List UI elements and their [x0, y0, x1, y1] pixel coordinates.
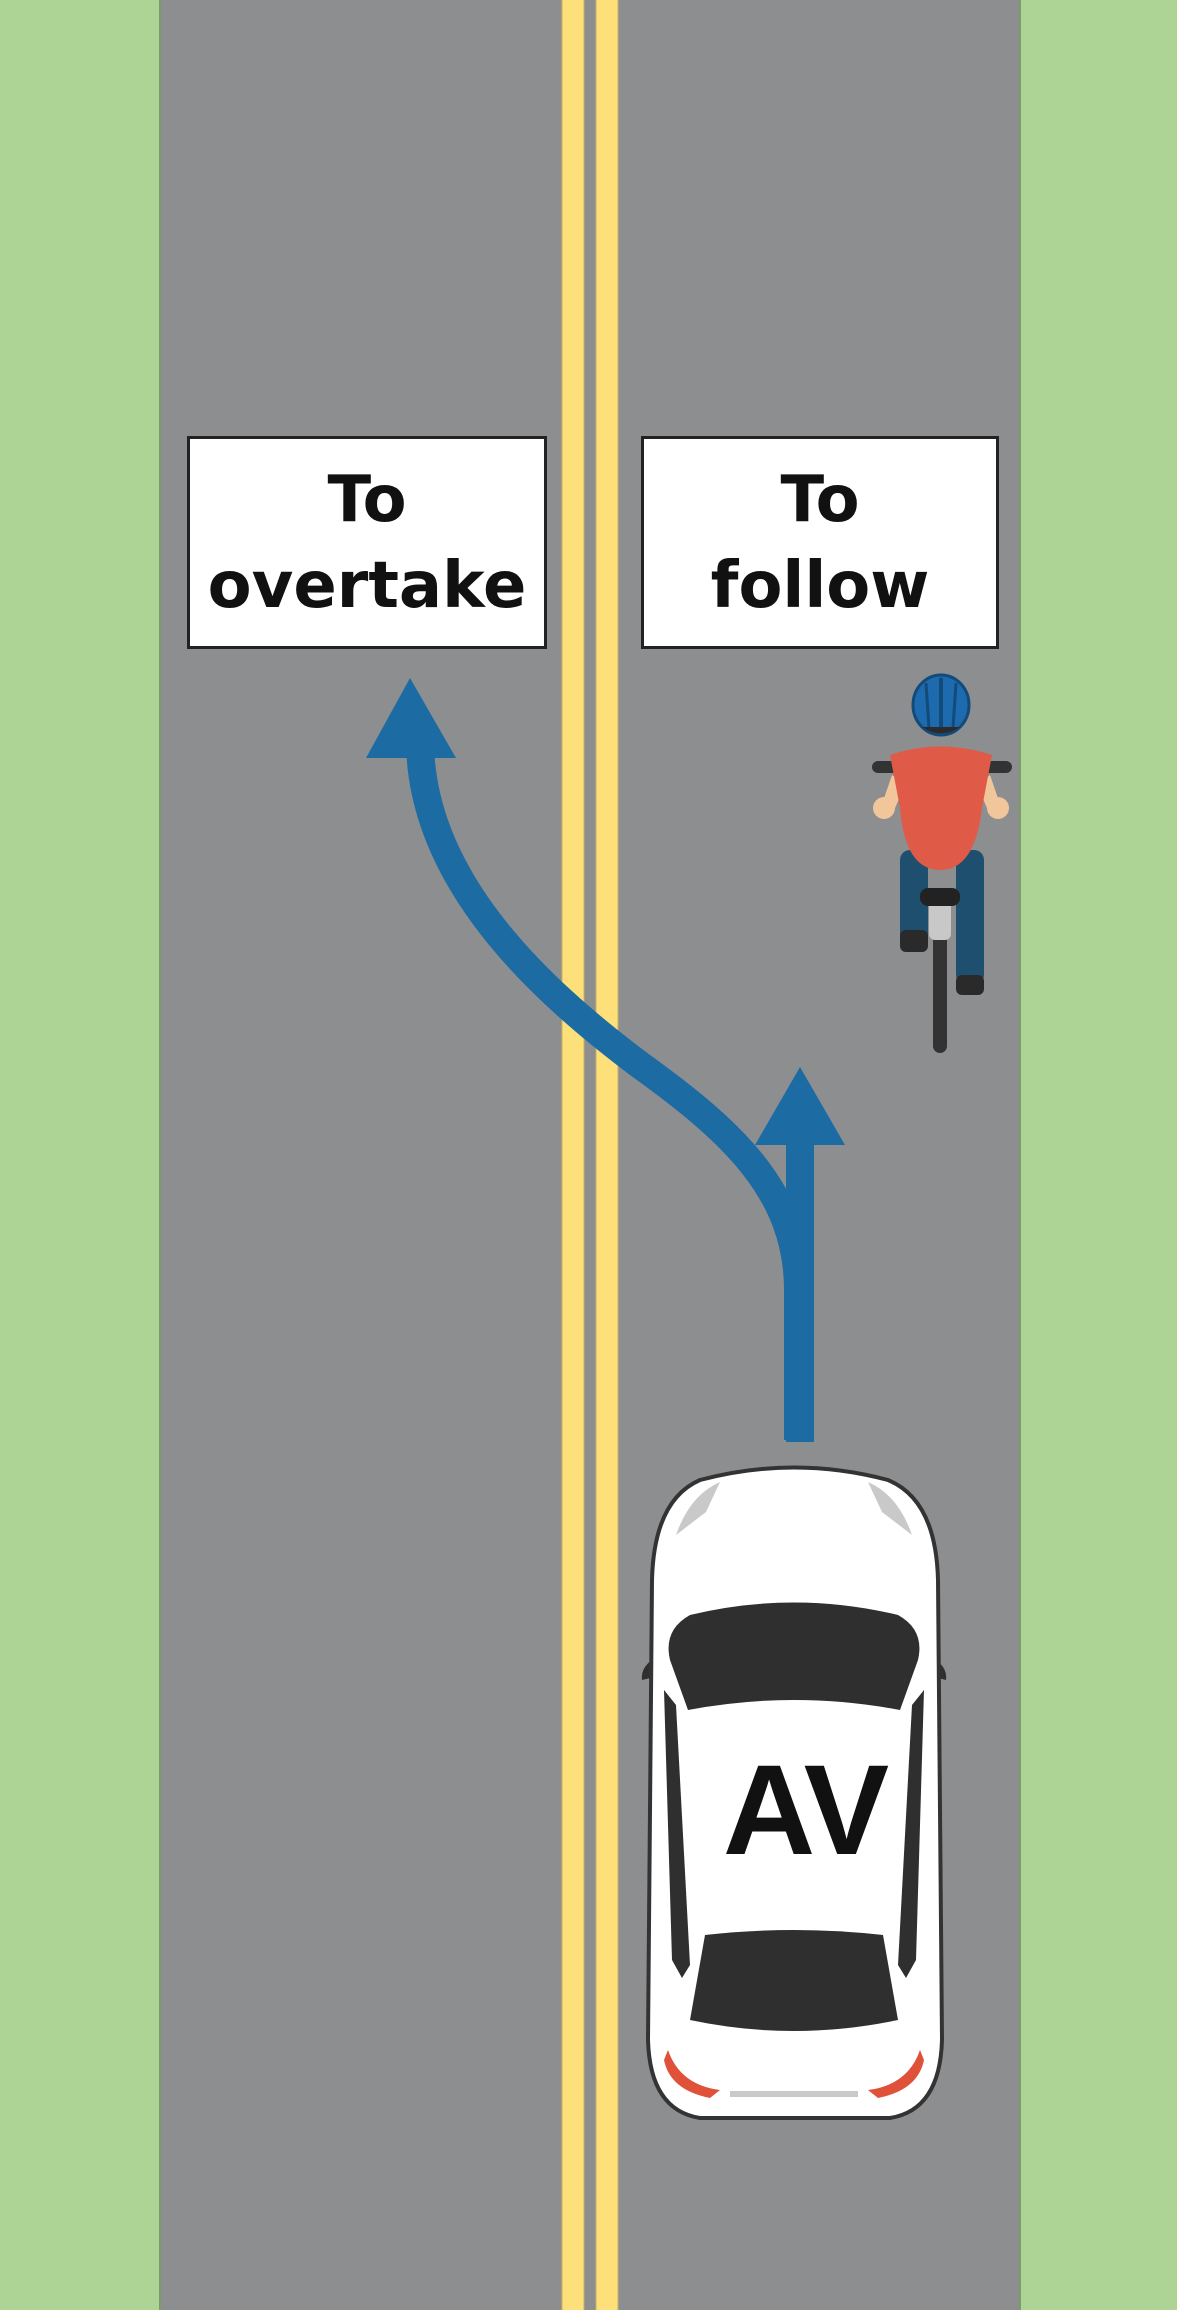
centerline-right [596, 0, 618, 2310]
car-icon [641, 1465, 947, 2120]
follow-label-line2: follow [710, 548, 930, 623]
av-label: AV [722, 1738, 889, 1882]
follow-label-box: To follow [641, 436, 999, 649]
overtake-label-box: To overtake [187, 436, 547, 649]
grass-right [1020, 0, 1177, 2310]
follow-arrow-icon [755, 1067, 845, 1442]
overtake-label-line1: To [327, 462, 407, 537]
centerline-left [562, 0, 584, 2310]
overtake-arrow-icon [366, 678, 812, 1440]
overtake-label-line2: overtake [207, 548, 527, 623]
grass-left [0, 0, 160, 2310]
follow-label-line1: To [780, 462, 860, 537]
cyclist-icon [872, 673, 1012, 1053]
